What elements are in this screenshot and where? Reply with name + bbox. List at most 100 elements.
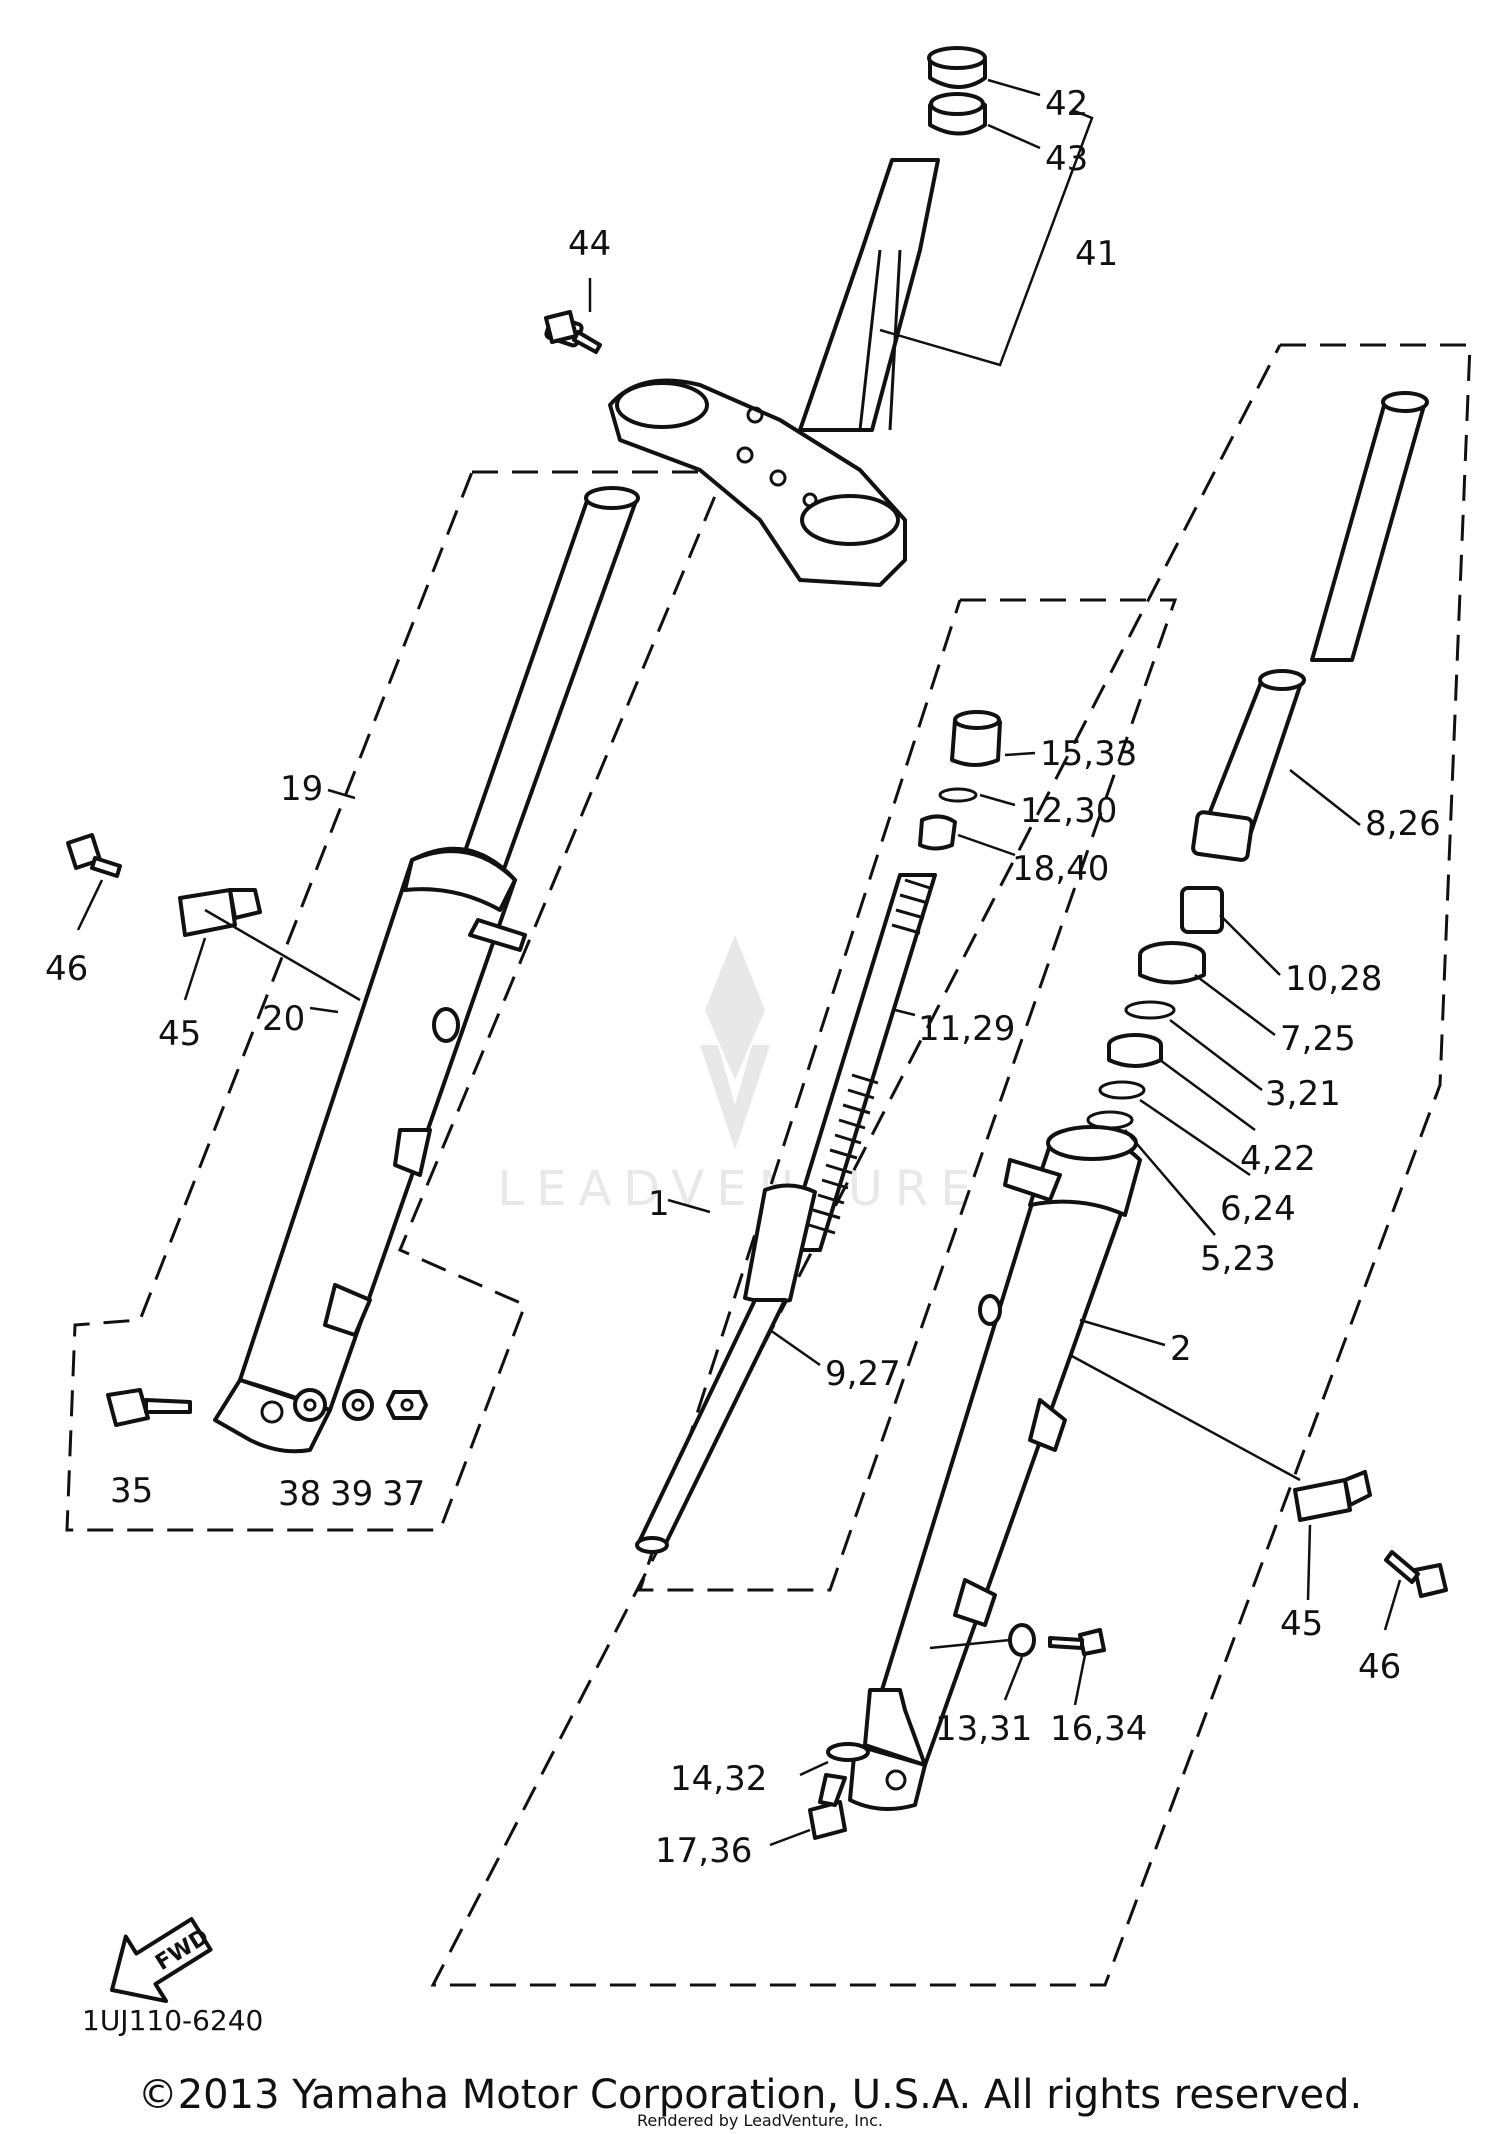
right-inner-tube-group (1191, 391, 1429, 862)
right-mount-boss-3 (953, 1578, 997, 1627)
bolt-44-head (544, 310, 578, 344)
callout-45-right: 45 (1280, 1604, 1323, 1644)
spring-coils-top (891, 878, 931, 935)
stem-shading (858, 249, 902, 431)
damper-rod (638, 1298, 787, 1547)
left-caliper-tab (468, 918, 527, 952)
right-outer-tube (863, 1133, 1142, 1767)
callout-6-24: 6,24 (1220, 1189, 1296, 1229)
bracket-hole-3 (769, 469, 787, 487)
callout-9-27: 9,27 (825, 1354, 901, 1394)
right-axle-hole (885, 1769, 907, 1791)
clamp-45-right (1293, 1478, 1352, 1522)
nut-37-hole (400, 1398, 414, 1412)
bracket-hole-4 (802, 492, 818, 508)
callout-44: 44 (568, 224, 611, 264)
right-inner-tube-break (1258, 669, 1306, 691)
gasket-14-32 (826, 1742, 870, 1762)
callout-18-40: 18,40 (1012, 849, 1109, 889)
watermark-text: LEADVENTURE (497, 1161, 982, 1217)
right-caliper-tab (1003, 1158, 1062, 1202)
left-fork-assembly-boundary (65, 470, 728, 1532)
watermark-v-icon (700, 1045, 770, 1150)
callout-labels: 42 43 41 44 19 20 45 46 35 38 39 37 15,3… (45, 84, 1441, 1871)
inner-rod-assembly-boundary (637, 598, 1178, 1592)
right-inner-tube-bushing (1191, 810, 1254, 862)
callout-46-left: 46 (45, 949, 88, 989)
callout-45-left: 45 (158, 1014, 201, 1054)
callout-43: 43 (1045, 139, 1088, 179)
bolt-46-right-head (1413, 1563, 1448, 1598)
callout-20: 20 (262, 999, 305, 1039)
callout-3-21: 3,21 (1265, 1074, 1341, 1114)
clip-5-23 (1086, 1110, 1134, 1130)
callout-19: 19 (280, 769, 323, 809)
left-inner-tube-top (584, 486, 640, 510)
callout-12-30: 12,30 (1020, 791, 1117, 831)
right-inner-tube-top (1381, 391, 1429, 413)
bracket-hole-2 (736, 446, 754, 464)
callout-13-31: 13,31 (935, 1709, 1032, 1749)
nut-37 (386, 1390, 428, 1420)
cap-bolt-top (953, 710, 1001, 730)
left-mount-boss-3 (323, 1283, 372, 1337)
oil-seal-7-25-body (1138, 955, 1206, 985)
callout-1: 1 (648, 1184, 670, 1224)
screw-16-34-shank (1048, 1636, 1084, 1650)
leader-lines (76, 78, 1402, 1847)
spring-coils-bottom (808, 1073, 879, 1235)
washer-39-hole (351, 1398, 365, 1412)
damper-group (635, 710, 1002, 1554)
right-mount-boss-2 (1028, 1398, 1067, 1452)
bolt-35-shank (144, 1398, 192, 1414)
callout-10-28: 10,28 (1285, 959, 1382, 999)
callout-42: 42 (1045, 84, 1088, 124)
left-mount-boss-2 (393, 1128, 432, 1177)
callout-17-36: 17,36 (655, 1831, 752, 1871)
right-inner-tube-upper (1310, 400, 1427, 662)
washer-13-31 (1008, 1623, 1036, 1657)
bracket-right-clamp (800, 494, 900, 546)
callout-4-22: 4,22 (1240, 1139, 1316, 1179)
washer-38 (293, 1388, 327, 1422)
watermark: LEADVENTURE (497, 935, 982, 1217)
catalog-code: 1UJ110-6240 (82, 2004, 263, 2037)
bracket-left-clamp (615, 381, 709, 429)
watermark-flame-icon (705, 935, 765, 1080)
right-mount-boss-1 (978, 1294, 1002, 1326)
clamp-45-left-ear (228, 888, 262, 920)
fwd-arrow-shape (110, 1917, 213, 2004)
washer-39 (342, 1389, 374, 1421)
callout-5-23: 5,23 (1200, 1239, 1276, 1279)
callout-2: 2 (1170, 1329, 1192, 1369)
callout-11-29: 11,29 (918, 1009, 1015, 1049)
bolt-46-left-shank (90, 856, 122, 878)
callout-37: 37 (382, 1474, 425, 1514)
right-fork-group (848, 1125, 1142, 1811)
callout-41: 41 (1075, 234, 1118, 274)
callout-46-right: 46 (1358, 1647, 1401, 1687)
copyright-text: ©2013 Yamaha Motor Corporation, U.S.A. A… (138, 2072, 1363, 2118)
spacer-18-40 (918, 814, 957, 851)
callout-7-25: 7,25 (1280, 1019, 1356, 1059)
callout-14-32: 14,32 (670, 1759, 767, 1799)
pinch-bolt-shank (572, 330, 602, 354)
callout-15-33: 15,33 (1040, 734, 1137, 774)
washer-4-22-body (1107, 1045, 1163, 1068)
left-axle-end (213, 1378, 332, 1454)
clip-6-24 (1098, 1080, 1146, 1100)
callout-8-26: 8,26 (1365, 804, 1441, 844)
left-axle-hole (260, 1400, 284, 1424)
clamp-45-right-ear (1343, 1470, 1372, 1507)
left-seal-ring (403, 849, 517, 912)
stem-cap-top (927, 46, 987, 70)
callout-16-34: 16,34 (1050, 1709, 1147, 1749)
bolt-46-right-shank (1384, 1550, 1420, 1584)
bracket-hole-1 (746, 406, 764, 424)
left-fork-group (213, 486, 640, 1454)
washer-38-hole (303, 1398, 317, 1412)
bolt-35-head (106, 1388, 150, 1427)
left-inner-tube (453, 496, 639, 882)
fork-spring-11-29 (783, 873, 937, 1252)
spacer-10-28 (1180, 886, 1224, 934)
